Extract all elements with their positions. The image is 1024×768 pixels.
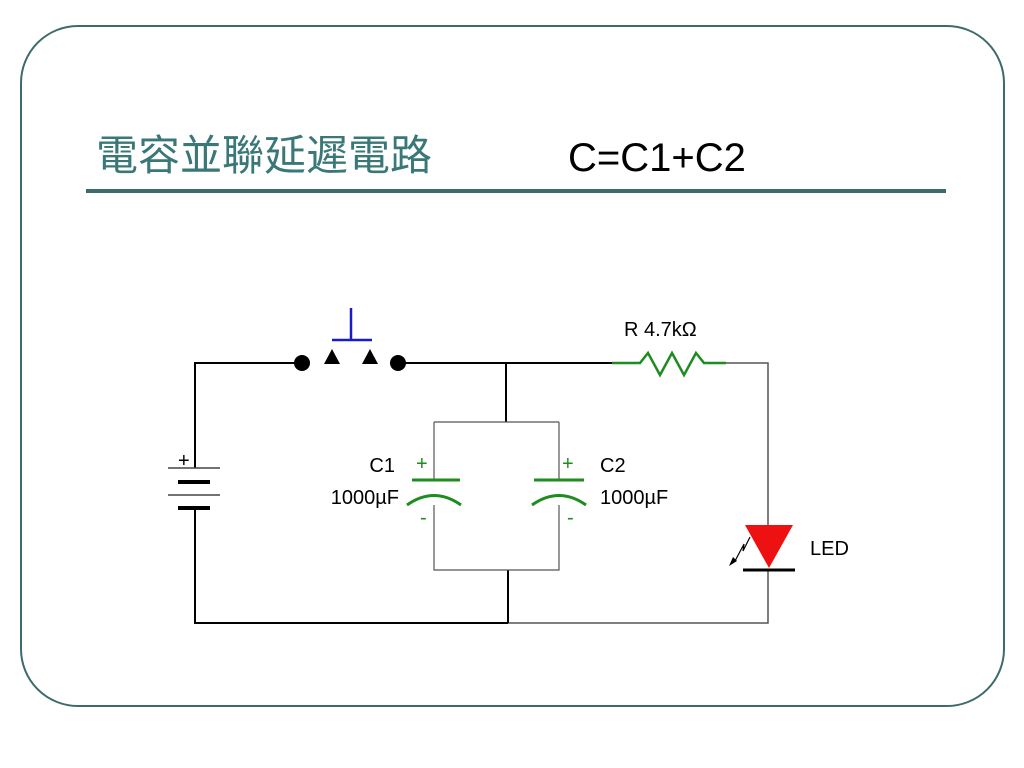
capacitance-formula: C=C1+C2 [568, 136, 746, 180]
c1-plus-sign: + [416, 453, 428, 475]
push-button-switch [294, 308, 406, 371]
c2-name-label: C2 [600, 455, 626, 477]
c1-name-label: C1 [369, 455, 395, 477]
c2-minus-sign: - [567, 507, 574, 529]
resistor-label: R 4.7kΩ [624, 319, 697, 341]
capacitor-c2: + - C2 1000µF [531, 453, 668, 529]
title-underline [86, 189, 946, 193]
led-symbol: LED [729, 525, 849, 572]
resistor-symbol: R 4.7kΩ [612, 319, 726, 378]
battery-symbol: + [168, 450, 220, 510]
c1-value-label: 1000µF [331, 487, 399, 509]
c2-value-label: 1000µF [600, 487, 668, 509]
slide-title: 電容並聯延遲電路 [96, 131, 433, 180]
battery-plus-sign: + [178, 450, 190, 472]
slide-frame [20, 25, 1005, 707]
wires [194, 362, 769, 624]
c1-minus-sign: - [420, 507, 427, 529]
led-label: LED [810, 538, 849, 560]
c2-plus-sign: + [562, 453, 574, 475]
capacitor-c1: + - C1 1000µF [331, 453, 462, 529]
